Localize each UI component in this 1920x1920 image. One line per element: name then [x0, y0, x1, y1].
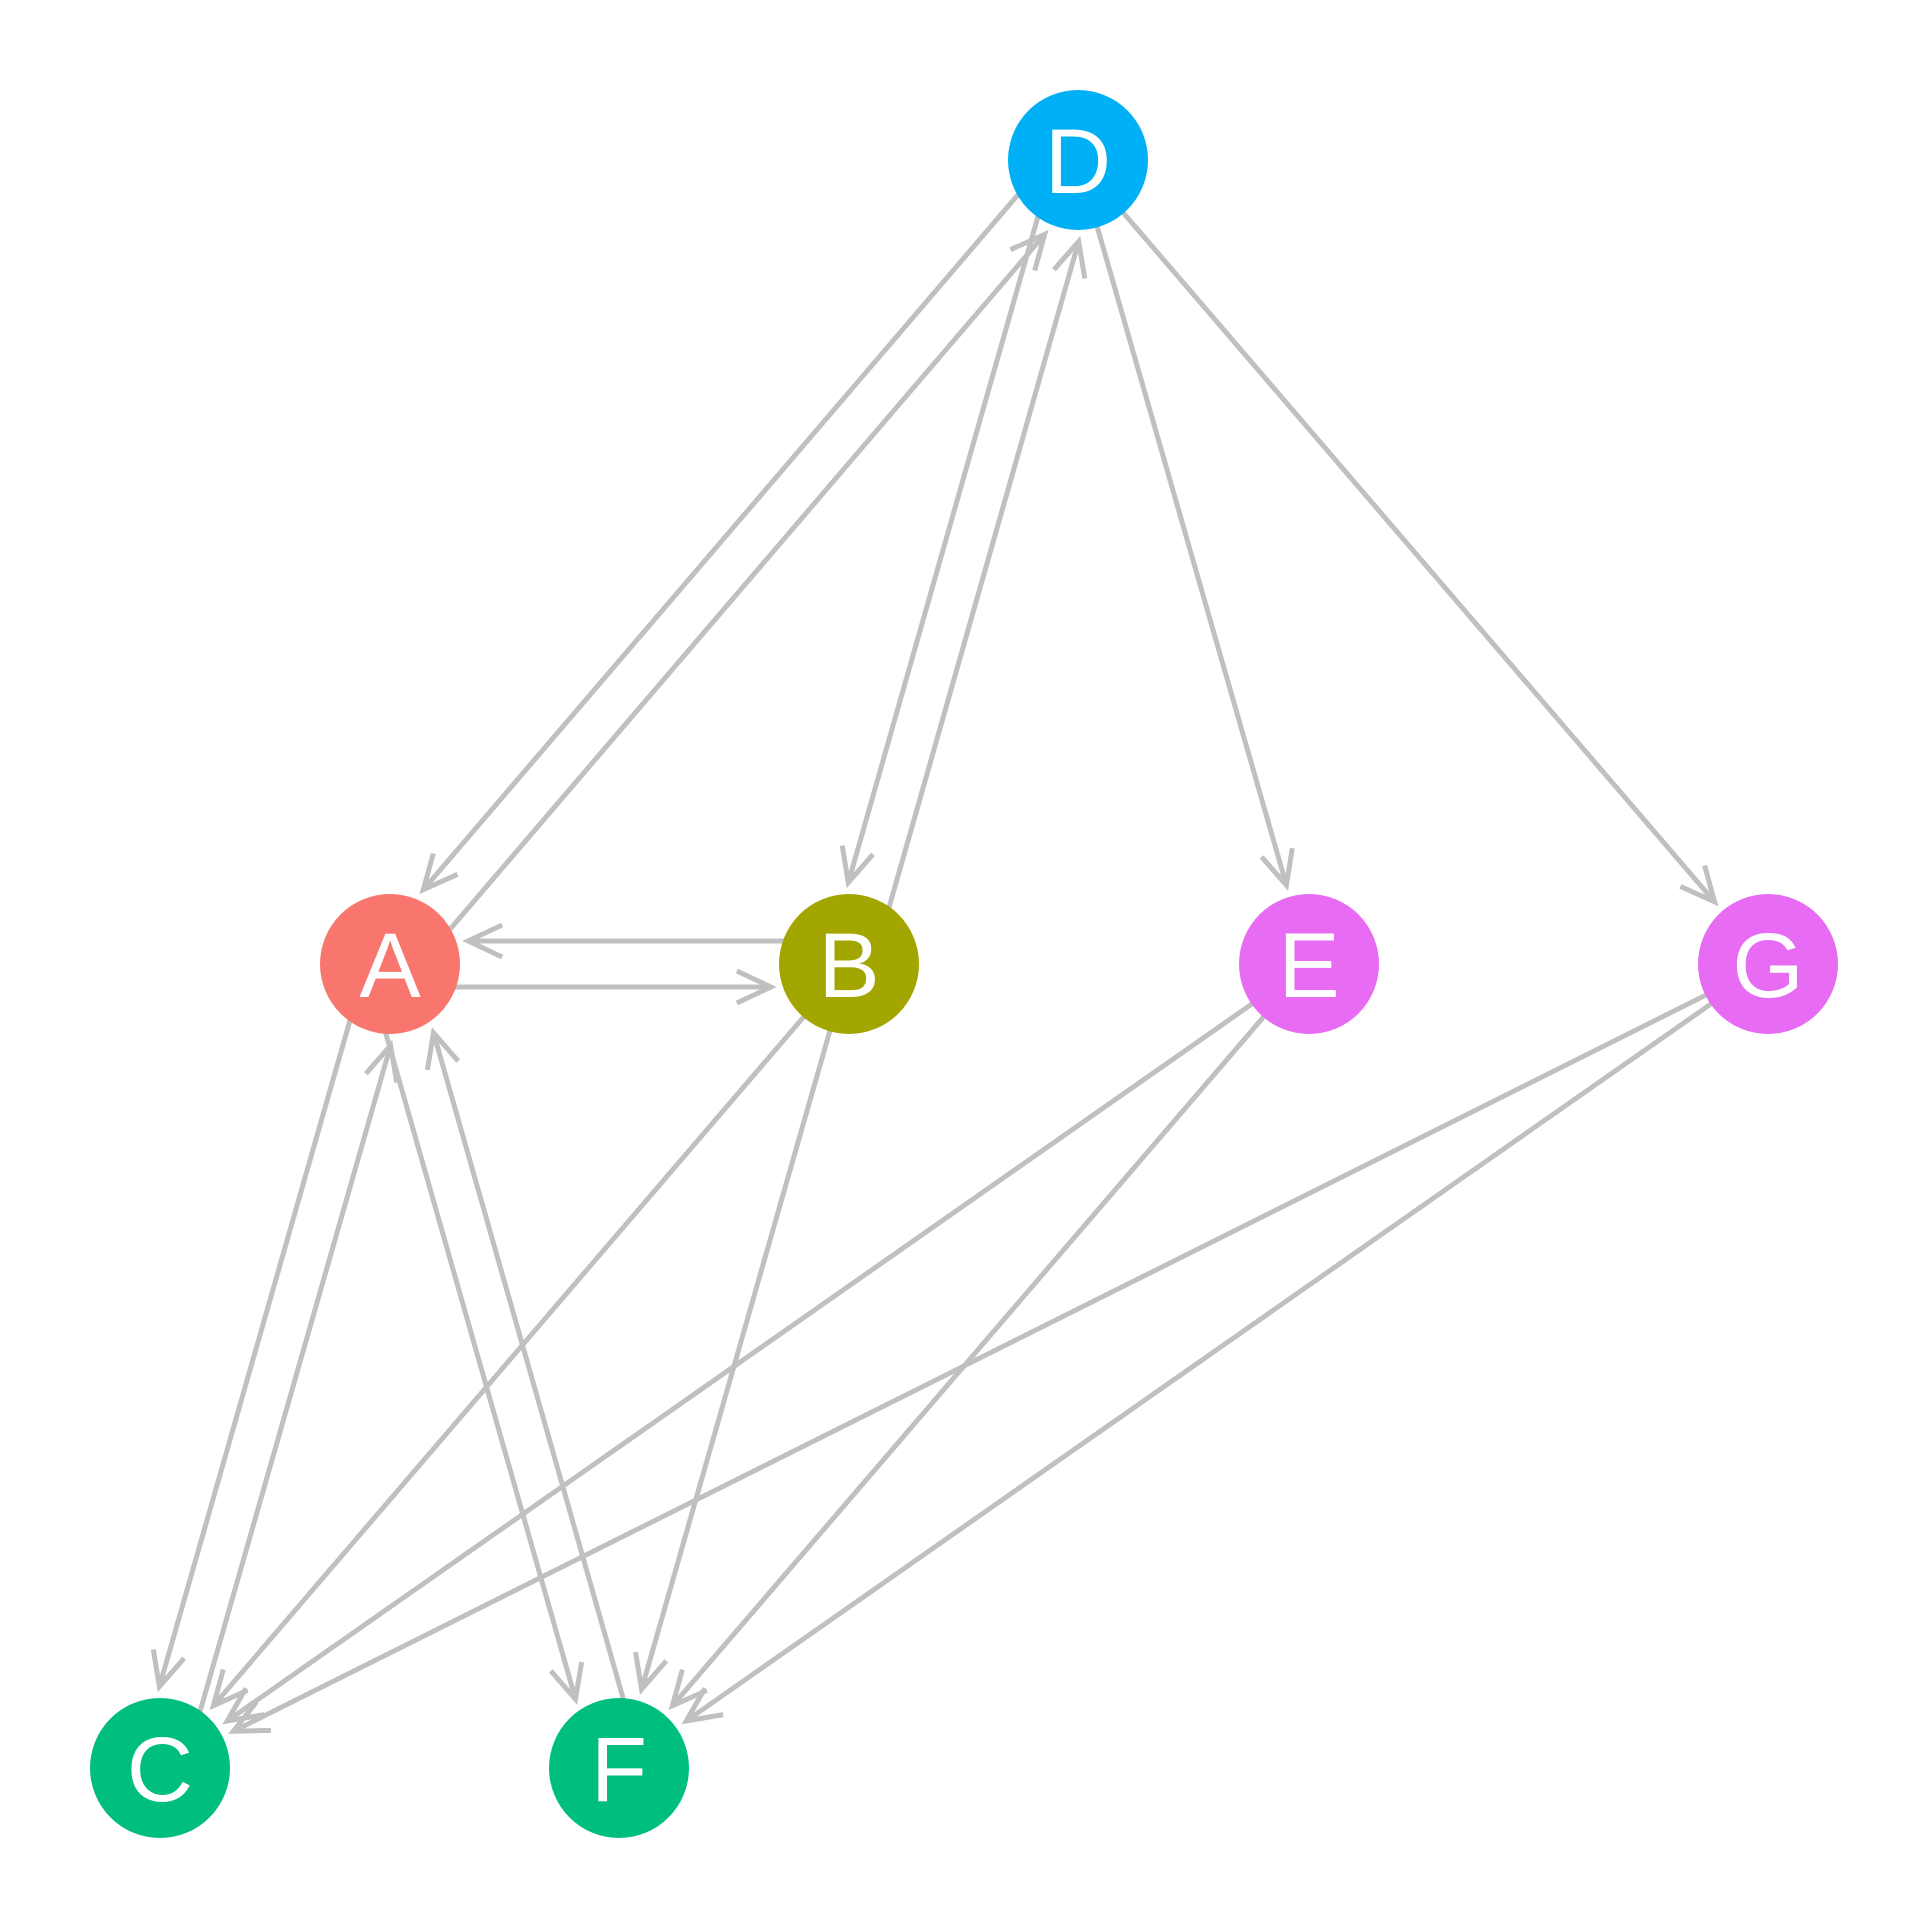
edge-b-to-f-arrowhead: [633, 1651, 669, 1695]
edge-g-to-c-arrowhead: [228, 1700, 271, 1734]
edge-d-to-g: [1120, 209, 1717, 904]
edge-f-to-a: [431, 1032, 627, 1701]
edge-b-to-c: [211, 1013, 807, 1708]
edge-d-to-e-arrowhead: [1259, 847, 1295, 891]
edge-e-to-f-arrowhead: [668, 1668, 708, 1711]
node-g-circle: [1698, 894, 1838, 1034]
node-e-circle: [1239, 894, 1379, 1034]
edge-g-to-f: [684, 1000, 1714, 1724]
node-e: E: [1239, 894, 1379, 1034]
edge-d-to-b-arrowhead: [839, 845, 875, 889]
edge-a-to-d-arrowhead: [1009, 229, 1049, 272]
edge-a-to-d: [447, 232, 1047, 932]
edge-b-to-a-arrowhead: [462, 922, 504, 960]
node-e-label: E: [1278, 915, 1339, 1017]
edge-a-to-f: [382, 1031, 578, 1700]
edges-layer: [150, 192, 1719, 1734]
node-g: G: [1698, 894, 1838, 1034]
edge-d-to-b: [845, 214, 1041, 884]
edge-d-to-e: [1094, 224, 1289, 886]
edge-d-to-g-arrowhead: [1679, 864, 1719, 907]
edge-e-to-f: [670, 1013, 1267, 1708]
node-f-label: F: [591, 1719, 647, 1821]
node-d-circle: [1008, 90, 1148, 230]
edge-c-to-a: [197, 1044, 394, 1714]
node-b: B: [779, 894, 919, 1034]
edge-e-to-c: [225, 1000, 1255, 1724]
node-g-label: G: [1732, 915, 1804, 1017]
node-a: A: [320, 894, 460, 1034]
node-f-circle: [549, 1698, 689, 1838]
node-c-circle: [90, 1698, 230, 1838]
edge-f-to-a-arrowhead: [424, 1027, 461, 1071]
node-a-label: A: [359, 915, 421, 1017]
node-f: F: [549, 1698, 689, 1838]
edge-b-to-d: [886, 240, 1082, 910]
edge-a-to-c-arrowhead: [150, 1649, 186, 1693]
node-c-label: C: [127, 1719, 193, 1821]
edge-g-to-c: [232, 992, 1709, 1734]
edge-b-to-c-arrowhead: [209, 1668, 249, 1711]
node-d-label: D: [1045, 111, 1111, 213]
edge-b-to-d-arrowhead: [1052, 235, 1088, 279]
edge-a-to-c: [156, 1018, 353, 1688]
edge-e-to-c-arrowhead: [222, 1687, 265, 1725]
node-a-circle: [320, 894, 460, 1034]
node-b-circle: [779, 894, 919, 1034]
edge-d-to-a: [421, 192, 1021, 892]
edge-a-to-b-arrowhead: [735, 968, 777, 1006]
edge-a-to-f-arrowhead: [548, 1661, 585, 1705]
node-c: C: [90, 1698, 230, 1838]
nodes-layer: A B C D E F G: [90, 90, 1838, 1838]
node-d: D: [1008, 90, 1148, 230]
edge-g-to-f-arrowhead: [681, 1687, 724, 1725]
node-b-label: B: [818, 915, 879, 1017]
edge-d-to-a-arrowhead: [419, 852, 459, 895]
edge-b-to-f: [639, 1028, 833, 1690]
